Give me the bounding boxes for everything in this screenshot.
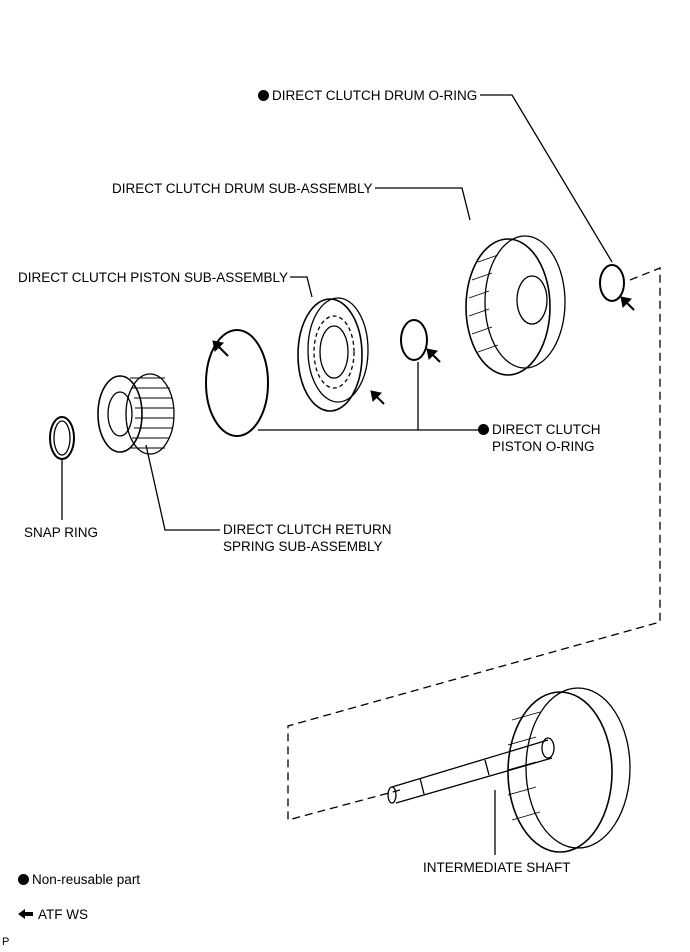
legend-atf: ATF WS bbox=[18, 906, 88, 923]
snap-ring-part bbox=[49, 416, 75, 460]
drum-part bbox=[465, 235, 566, 376]
drum-oring-part bbox=[599, 264, 625, 302]
label-snap-ring: SNAP RING bbox=[24, 525, 99, 540]
label-drum-oring: DIRECT CLUTCH DRUM O-RING bbox=[258, 87, 477, 104]
label-piston-sub-assembly: DIRECT CLUTCH PISTON SUB-ASSEMBLY bbox=[18, 270, 289, 285]
leader-piston-sub bbox=[290, 276, 313, 298]
leader-drum-oring bbox=[480, 94, 613, 263]
non-reusable-dot-icon bbox=[18, 874, 29, 885]
label-drum-sub-assembly: DIRECT CLUTCH DRUM SUB-ASSEMBLY bbox=[112, 181, 373, 196]
atf-arrow-icon bbox=[18, 909, 33, 919]
label-piston-oring: DIRECT CLUTCH PISTON O-RING bbox=[478, 421, 601, 455]
atf-arrow-large-oring bbox=[212, 340, 229, 357]
piston-part bbox=[297, 297, 369, 412]
dashed-assembly-line bbox=[287, 267, 661, 821]
label-intermediate-shaft: INTERMEDIATE SHAFT bbox=[423, 860, 571, 875]
leader-drum-sub bbox=[375, 187, 471, 221]
atf-arrow-drum-oring bbox=[620, 296, 635, 311]
corner-code: P bbox=[2, 936, 10, 948]
non-reusable-dot-icon bbox=[258, 90, 269, 101]
atf-arrow-small-oring bbox=[426, 348, 441, 363]
large-piston-oring bbox=[205, 329, 269, 437]
leader-return-spring bbox=[145, 444, 220, 531]
small-piston-oring bbox=[400, 319, 428, 361]
return-spring-part bbox=[97, 373, 175, 455]
non-reusable-dot-icon bbox=[478, 424, 489, 435]
label-return-spring: DIRECT CLUTCH RETURN SPRING SUB-ASSEMBLY bbox=[223, 522, 392, 554]
legend-non-reusable: Non-reusable part bbox=[18, 871, 140, 888]
atf-arrow-piston bbox=[370, 390, 385, 405]
intermediate-shaft-part bbox=[387, 687, 631, 853]
